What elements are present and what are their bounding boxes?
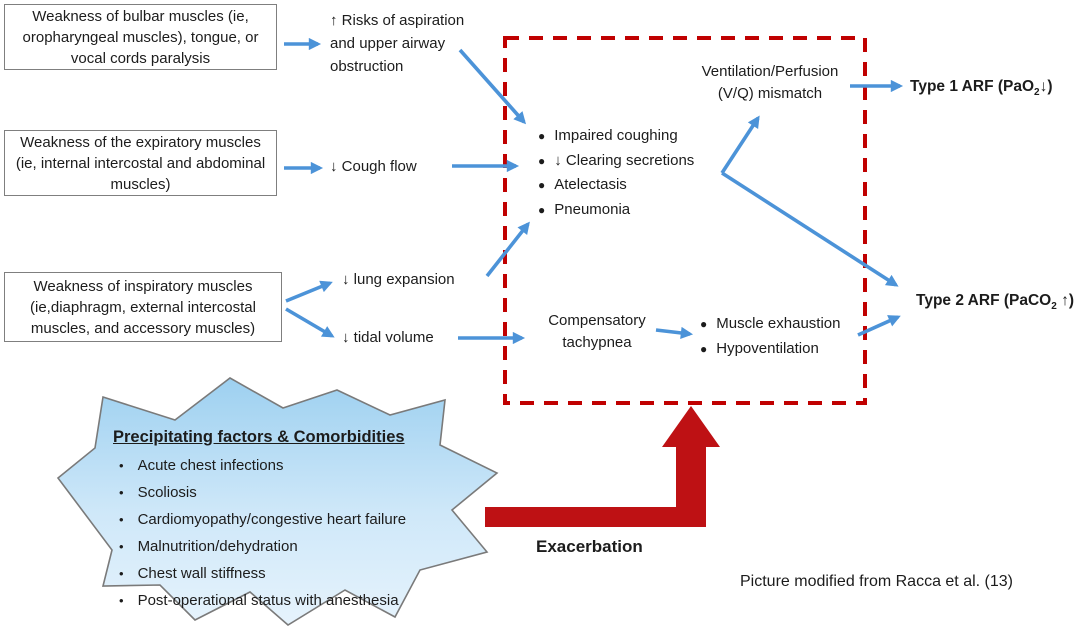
bullet-icon: • xyxy=(119,458,124,473)
arrow-risks-to-bullets xyxy=(458,48,527,125)
list-item: ● Pneumonia xyxy=(538,198,694,223)
list-item-label: Impaired coughing xyxy=(554,127,678,144)
type2-arf-text: Type 2 ARF (PaCO xyxy=(916,292,1052,309)
type1-arf-subscript: 2 xyxy=(1034,87,1040,98)
label-type2-arf: Type 2 ARF (PaCO2 ↑) xyxy=(916,290,1074,318)
bullet-icon: • xyxy=(119,566,124,581)
arrow-inspiratory-to-tidal-volume xyxy=(285,307,335,338)
label-aspiration-risks: ↑ Risks of aspiration and upper airway o… xyxy=(330,12,465,75)
type1-arf-text: Type 1 ARF (PaO xyxy=(910,78,1035,95)
box-inspiratory-weakness: Weakness of inspiratory muscles (ie,diap… xyxy=(4,272,282,342)
label-lung-expansion: ↓ lung expansion xyxy=(342,271,455,288)
bullet-icon: • xyxy=(119,539,124,554)
list-item: • Post-operational status with anesthesia xyxy=(113,587,473,614)
list-item-label: Hypoventilation xyxy=(716,339,819,357)
box-expiratory-weakness: Weakness of the expiratory muscles (ie, … xyxy=(4,130,277,196)
label-tidal-volume: ↓ tidal volume xyxy=(342,329,434,346)
arrow-secretions-to-type2 xyxy=(721,171,899,287)
citation-text: Picture modified from Racca et al. (13) xyxy=(740,573,1013,590)
bullet-icon: ● xyxy=(538,129,546,143)
box-bulbar-weakness: Weakness of bulbar muscles (ie, orophary… xyxy=(4,4,277,70)
label-cough-flow: ↓ Cough flow xyxy=(330,158,417,175)
arrow-secretions-to-vq xyxy=(720,115,760,174)
label-exacerbation: Exacerbation xyxy=(536,537,643,556)
pulmonary-consequences-list: ● Impaired coughing ● ↓ Clearing secretions… xyxy=(538,124,694,222)
bullet-icon: ● xyxy=(538,178,546,192)
fatigue-consequences-list: ● Muscle exhaustion ● Hypoventilation xyxy=(700,312,840,361)
list-item: • Acute chest infections xyxy=(113,452,473,479)
label-type1-arf: Type 1 ARF (PaO2↓) xyxy=(910,76,1053,104)
label-vq-mismatch: Ventilation/Perfusion (V/Q) mismatch xyxy=(701,63,839,102)
list-item: • Malnutrition/dehydration xyxy=(113,533,473,560)
list-item: • Chest wall stiffness xyxy=(113,560,473,587)
list-item-label: Acute chest infections xyxy=(137,457,284,474)
list-item: • Scoliosis xyxy=(113,479,473,506)
list-item: ● Atelectasis xyxy=(538,173,694,198)
type2-arf-subscript: 2 xyxy=(1051,301,1057,312)
list-item: • Cardiomyopathy/congestive heart failure xyxy=(113,506,473,533)
list-item-label: Cardiomyopathy/congestive heart failure xyxy=(137,511,407,528)
arrow-compensatory-to-bullets xyxy=(655,326,694,340)
bullet-icon: ● xyxy=(538,202,546,217)
bullet-icon: ● xyxy=(700,341,708,356)
arrow-hypoventilation-to-type2 xyxy=(857,315,901,337)
starburst-shape xyxy=(56,377,499,626)
list-item: ● Hypoventilation xyxy=(700,337,840,362)
list-item-label: Atelectasis xyxy=(554,176,627,193)
list-item-label: Post-operational status with anesthesia xyxy=(137,592,399,609)
arrow-lung-expansion-to-bullets xyxy=(485,221,530,278)
list-item: ● Muscle exhaustion xyxy=(700,312,840,337)
list-item: ● Impaired coughing xyxy=(538,124,694,149)
bullet-icon: ● xyxy=(700,317,708,331)
list-item: ● ↓ Clearing secretions xyxy=(538,149,694,174)
list-item-label: ↓ Clearing secretions xyxy=(554,151,695,169)
arrow-inspiratory-to-lung-expansion xyxy=(285,280,333,303)
precipitating-factors-list: • Acute chest infections • Scoliosis • Cardio… xyxy=(113,452,473,614)
type2-arf-suffix: ↑) xyxy=(1056,292,1074,309)
bullet-icon: ● xyxy=(538,153,546,168)
dashed-outcome-region xyxy=(503,36,867,405)
type1-arf-suffix: ↓) xyxy=(1039,78,1053,95)
bullet-icon: • xyxy=(119,512,124,527)
label-compensatory-tachypnea: Compensatory tachypnea xyxy=(548,312,646,351)
list-item-label: Pneumonia xyxy=(554,200,631,218)
bullet-icon: • xyxy=(119,593,124,608)
list-item-label: Malnutrition/dehydration xyxy=(137,538,298,555)
exacerbation-arrow xyxy=(485,406,720,527)
starburst-title: Precipitating factors & Comorbidities xyxy=(113,428,405,446)
list-item-label: Muscle exhaustion xyxy=(716,315,841,332)
bullet-icon: • xyxy=(119,485,124,500)
list-item-label: Chest wall stiffness xyxy=(137,565,266,582)
list-item-label: Scoliosis xyxy=(137,484,197,501)
starburst-content: Precipitating factors & Comorbidities • A… xyxy=(113,426,473,614)
